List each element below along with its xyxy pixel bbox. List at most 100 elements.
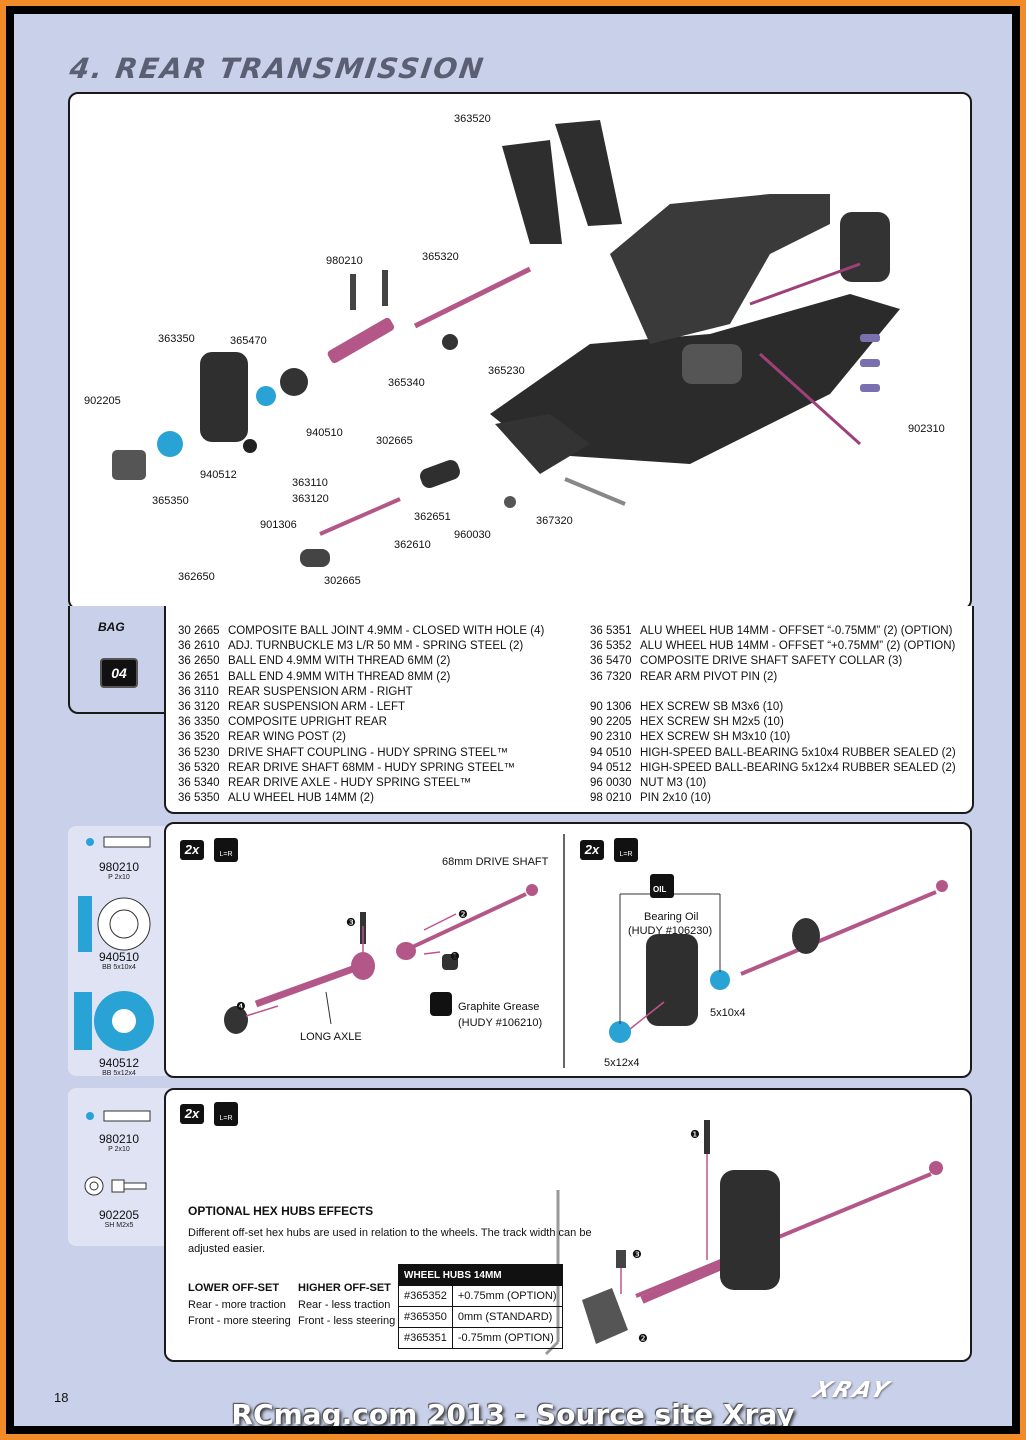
part-name: DRIVE SHAFT COUPLING - HUDY SPRING STEEL… (228, 746, 509, 759)
part-name: REAR DRIVE AXLE - HUDY SPRING STEEL™ (228, 777, 472, 790)
part-name: REAR WING POST (2) (228, 731, 346, 744)
legend-sub: BB 5x12x4 (102, 1070, 136, 1077)
step1-legend-icons (74, 836, 154, 1051)
exploded-parts (112, 266, 880, 567)
legend-code: 980210 (98, 860, 140, 874)
part-code: 36 5352 (590, 640, 632, 653)
page-border: 4. REAR TRANSMISSION (6, 6, 1020, 1434)
part-code: 94 0512 (590, 761, 632, 774)
part-number-label: 940510 (306, 427, 343, 439)
part-code: 36 3350 (178, 716, 220, 729)
part-code: 36 5350 (178, 792, 220, 805)
parts-list-left: 30 2665 COMPOSITE BALL JOINT 4.9MM - CLOS… (178, 624, 544, 806)
part-number-label: 367320 (536, 515, 573, 527)
bearing-oil-ref: (HUDY #106230) (628, 925, 712, 937)
lr-icon: L=R (614, 838, 638, 862)
part-name: COMPOSITE BALL JOINT 4.9MM - CLOSED WITH… (228, 625, 545, 637)
legend-code: 902205 (98, 1208, 140, 1222)
part-code: 90 2310 (590, 731, 632, 744)
parts-list-row: 90 2205 HEX SCREW SH M2x5 (10) (590, 715, 956, 730)
part-code: 36 3120 (178, 701, 220, 714)
part-name: ADJ. TURNBUCKLE M3 L/R 50 MM - SPRING ST… (228, 640, 524, 653)
bearing-oil-label: Bearing Oil (644, 911, 698, 923)
part-name: PIN 2x10 (10) (640, 792, 711, 805)
part-number-label: 363120 (292, 493, 329, 505)
step-number: ❶ (690, 1129, 700, 1141)
footer-watermark: RCmag.com 2013 - Source site Xray (231, 1398, 795, 1426)
higher-offset-line: Rear - less traction (298, 1299, 391, 1311)
table-cell: -0.75mm (OPTION) (451, 1327, 563, 1349)
part-name: ALU WHEEL HUB 14MM - OFFSET “+0.75MM” (2… (640, 640, 956, 653)
bearing-label: 5x12x4 (604, 1057, 639, 1069)
part-number-label: 902310 (908, 423, 945, 435)
table-cell: 0mm (STANDARD) (451, 1306, 563, 1328)
part-code: 36 3520 (178, 731, 220, 744)
part-number-label: 901306 (260, 519, 297, 531)
higher-offset-title: HIGHER OFF-SET (298, 1282, 391, 1294)
part-code: 36 5320 (178, 761, 220, 774)
parts-list: 30 2665 COMPOSITE BALL JOINT 4.9MM - CLOS… (164, 606, 974, 814)
lr-icon: L=R (214, 1102, 238, 1126)
part-name: HIGH-SPEED BALL-BEARING 5x12x4 RUBBER SE… (640, 761, 956, 774)
part-code: 90 2205 (590, 716, 632, 729)
quantity-badge: 2x (580, 840, 604, 860)
part-code: 94 0510 (590, 746, 632, 759)
lower-offset-title: LOWER OFF-SET (188, 1282, 280, 1294)
part-number-label: 363110 (292, 477, 328, 489)
grease-label: Graphite Grease (458, 1001, 539, 1013)
part-number-label: 365320 (422, 251, 459, 263)
note-line: Different off-set hex hubs are used in r… (188, 1227, 592, 1239)
parts-list-row: 36 3350 COMPOSITE UPRIGHT REAR (178, 715, 544, 730)
part-number-label: 902205 (84, 395, 121, 407)
part-name: COMPOSITE UPRIGHT REAR (228, 716, 387, 729)
part-name: HEX SCREW SH M2x5 (10) (640, 716, 784, 729)
lr-icon: L=R (214, 838, 238, 862)
step1-parts-legend: 980210 P 2x10 940510 BB 5x10x4 940512 BB… (68, 826, 170, 1077)
part-name: BALL END 4.9MM WITH THREAD 6MM (2) (228, 655, 451, 668)
part-code: 36 2610 (178, 640, 220, 653)
pin-icon (86, 838, 94, 846)
legend-sub: P 2x10 (108, 874, 130, 881)
part-name: REAR SUSPENSION ARM - LEFT (228, 701, 406, 714)
step1-drawing (224, 884, 538, 1034)
part-number-label: 960030 (454, 529, 491, 541)
part-code: 36 5470 (590, 655, 632, 668)
parts-list-row: 30 2665 COMPOSITE BALL JOINT 4.9MM - CLOS… (178, 624, 544, 639)
part-code: 30 2665 (178, 625, 220, 637)
part-code: 96 0030 (590, 777, 632, 790)
note-line: adjusted easier. (188, 1243, 266, 1255)
part-name: REAR DRIVE SHAFT 68MM - HUDY SPRING STEE… (228, 761, 516, 774)
step-number: ❷ (638, 1333, 648, 1345)
step2-drawing: OIL (609, 874, 948, 1043)
parts-list-row: 36 2610 ADJ. TURNBUCKLE M3 L/R 50 MM - SP… (178, 639, 544, 654)
part-code: 36 3110 (178, 685, 219, 698)
grease-ref: (HUDY #106210) (458, 1017, 542, 1029)
legend-sub: P 2x10 (108, 1146, 130, 1153)
part-number-label: 365350 (152, 495, 189, 507)
table-cell: #365350 (398, 1306, 453, 1328)
part-number-label: 363520 (454, 113, 491, 125)
step1-step2-diagram: OIL 68mm DRIVE SHAFT LONG AXLE Graphite … (224, 834, 948, 1069)
step-number: ❸ (632, 1249, 642, 1261)
bag-label: BAG (98, 620, 125, 634)
legend-sub: BB 5x10x4 (102, 964, 136, 971)
lower-offset-line: Rear - more traction (188, 1299, 286, 1311)
lower-offset-line: Front - more steering (188, 1315, 291, 1327)
parts-list-row: 36 3520 REAR WING POST (2) (178, 730, 544, 745)
part-name: REAR SUSPENSION ARM - RIGHT (228, 685, 413, 698)
legend-code: 940510 (98, 950, 140, 964)
step-number: ❷ (458, 909, 468, 921)
part-number-label: 302665 (376, 435, 413, 447)
part-name: ALU WHEEL HUB 14MM (2) (228, 792, 374, 805)
page: 4. REAR TRANSMISSION (14, 14, 1012, 1426)
